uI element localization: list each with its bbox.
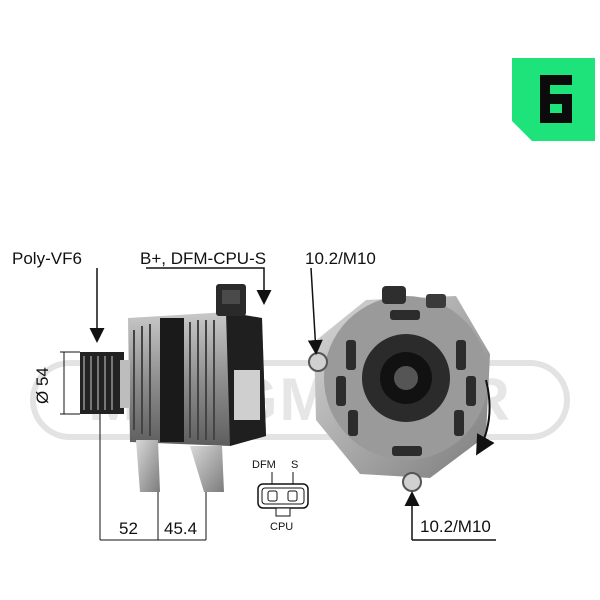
pulley xyxy=(80,352,124,414)
bolt-hole-bottom xyxy=(402,472,422,492)
pin-label-cpu: CPU xyxy=(270,521,294,533)
diameter-label: Ø 54 xyxy=(33,367,52,404)
diameter-dimension xyxy=(60,351,80,415)
alternator-side-view xyxy=(80,284,266,492)
dimension-label-2: 45.4 xyxy=(164,519,198,538)
label-sticker xyxy=(234,370,260,420)
dimension-label-1: 52 xyxy=(119,519,138,538)
alternator-front-view xyxy=(308,286,490,492)
pin-label-s: S xyxy=(291,459,299,471)
mounting-foot-front xyxy=(136,440,160,492)
length-dimensions xyxy=(99,414,207,541)
bolt-top-label: 10.2/M10 xyxy=(305,249,376,268)
pulley-label: Poly-VF6 xyxy=(12,249,82,268)
bolt-bottom-label: 10.2/M10 xyxy=(420,517,491,536)
rotation-arrow xyxy=(476,379,495,456)
brand-logo xyxy=(512,58,595,141)
bolt-top-leader xyxy=(307,267,323,355)
mounting-foot-rear xyxy=(190,446,224,492)
bolt-hole-top xyxy=(308,352,328,372)
connector-leader xyxy=(146,267,272,305)
connector-pinout xyxy=(257,472,309,517)
connector-label: B+, DFM-CPU-S xyxy=(140,249,267,268)
pin-label-dfm: DFM xyxy=(252,459,276,471)
era-e-logo-icon xyxy=(512,58,595,141)
